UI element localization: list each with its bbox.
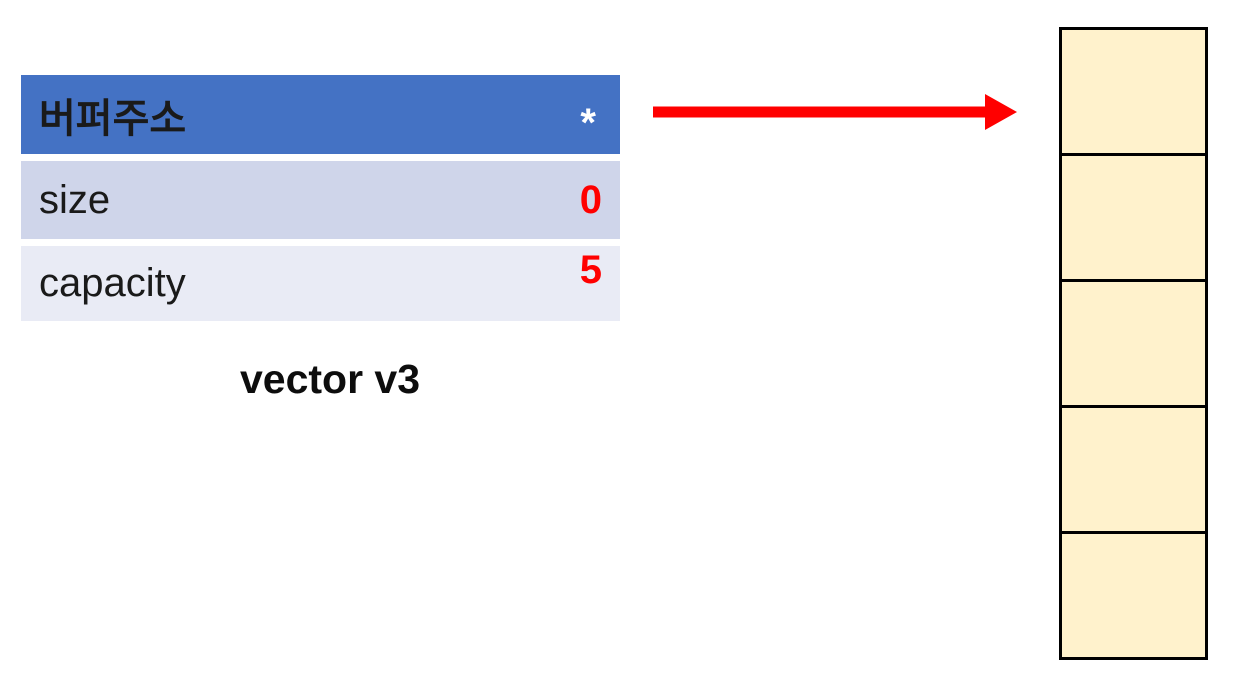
- memory-cell-1: [1059, 153, 1208, 282]
- memory-cell-0: [1059, 27, 1208, 156]
- vector-caption: vector v3: [239, 356, 421, 402]
- struct-row-size: size 0: [21, 161, 620, 239]
- struct-row-buffer-address: 버퍼주소 *: [21, 75, 620, 154]
- size-label: size: [39, 177, 111, 222]
- memory-cell-3: [1059, 405, 1208, 534]
- struct-row-capacity: capacity 5: [21, 246, 620, 321]
- memory-cell-4: [1059, 531, 1208, 660]
- memory-cell-2: [1059, 279, 1208, 408]
- buffer-address-value: *: [580, 100, 596, 145]
- size-value: 0: [579, 177, 602, 222]
- capacity-label: capacity: [39, 261, 186, 305]
- buffer-address-label: 버퍼주소: [39, 96, 187, 141]
- capacity-value: 5: [579, 248, 602, 292]
- arrow-head: [985, 94, 1017, 130]
- memory-buffer-column: [1059, 27, 1208, 660]
- vector-struct-table: 버퍼주소 * size 0 capacity 5: [21, 75, 620, 321]
- pointer-arrow-icon: [653, 94, 1017, 130]
